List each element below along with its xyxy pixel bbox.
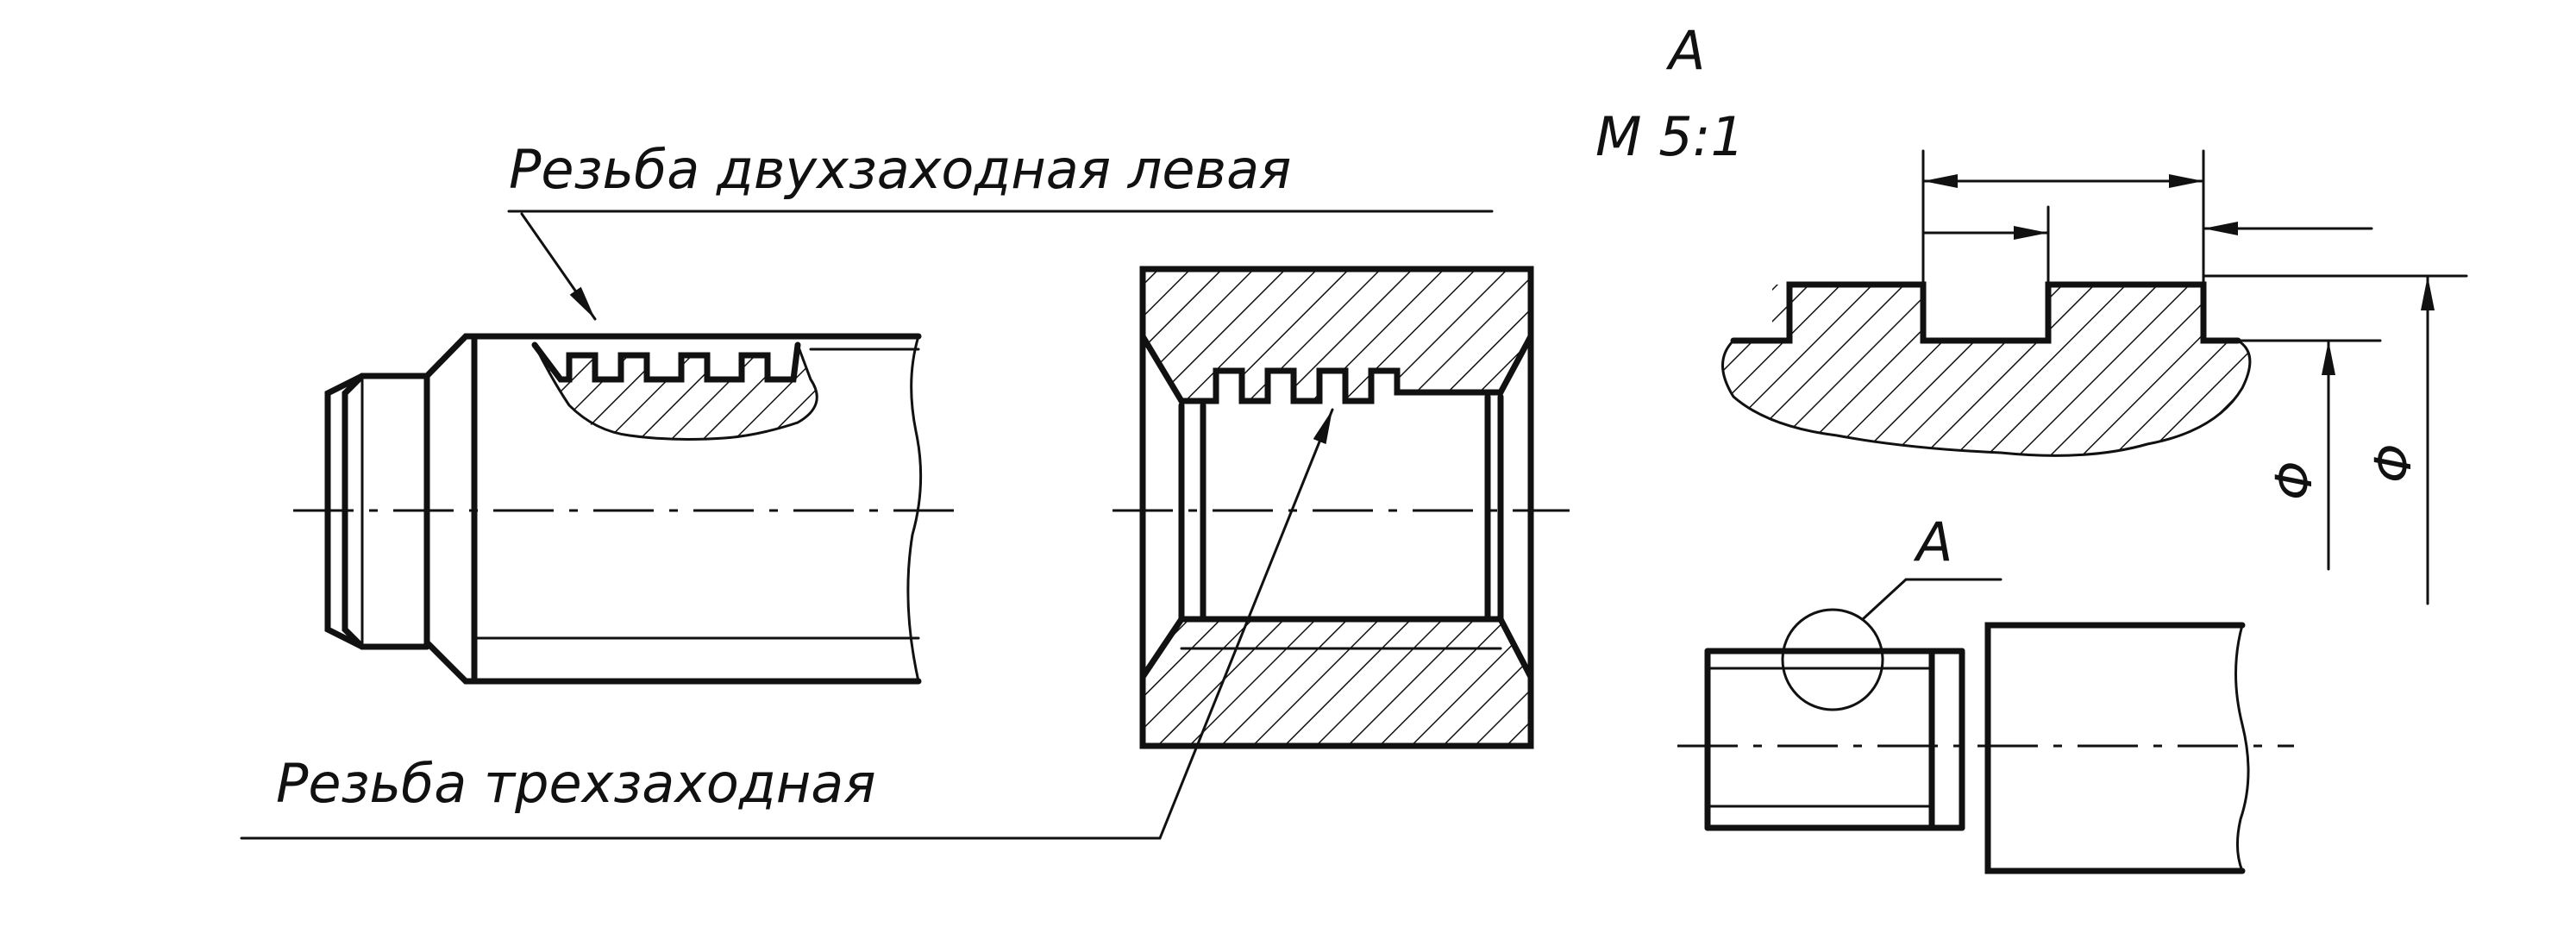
nut-chamfer-top-left — [1139, 333, 1185, 404]
nut-top-section-hatch — [1143, 269, 1531, 401]
label-three-start: Резьба трехзаходная — [240, 408, 1334, 840]
label-two-start-left-leader — [520, 212, 597, 321]
detail-profile-boundary — [1721, 339, 2252, 457]
nut-chamfer-top-right — [1497, 333, 1534, 396]
detail-callout-circle — [1781, 608, 1884, 711]
nut-chamfer-bottom-left — [1139, 616, 1185, 680]
label-two-start-left: Резьба двухзаходная левая — [507, 138, 1494, 321]
large-shaft-outline — [1984, 622, 2246, 874]
detail-view-a: A M 5:1 Φ Φ — [1595, 19, 2468, 605]
label-two-start-left-text: Резьба двухзаходная левая — [509, 138, 1291, 201]
detail-view-letter: A — [1665, 19, 1705, 82]
label-three-start-leader — [240, 408, 1334, 840]
nut-outline — [1139, 266, 1534, 749]
shaft-break-line — [906, 335, 923, 683]
detail-view-scale: M 5:1 — [1595, 105, 1745, 168]
nut-three-start-thread — [1113, 266, 1570, 749]
large-shaft-break-line — [2234, 623, 2250, 873]
shaft-two-start-thread — [293, 333, 957, 685]
shaft-thread-section-boundary — [533, 343, 818, 441]
nut-thread-profile — [1178, 367, 1504, 404]
detail-diameter-symbol-inner: Φ — [2265, 460, 2323, 500]
detail-callout-letter: A — [1913, 510, 1952, 573]
detail-callout-leader — [1861, 578, 2003, 621]
shaft-with-detail-callout: A — [1677, 510, 2294, 874]
shaft-thread-profile — [531, 341, 801, 383]
detail-diameter-symbol-outer: Φ — [2364, 443, 2422, 483]
nut-bottom-section-hatch — [1143, 619, 1531, 746]
shaft-thread-section-hatch — [535, 345, 818, 440]
label-three-start-text: Резьба трехзаходная — [276, 752, 876, 815]
nut-chamfer-bottom-right — [1497, 616, 1534, 680]
detail-profile-hatch — [1722, 285, 2250, 456]
